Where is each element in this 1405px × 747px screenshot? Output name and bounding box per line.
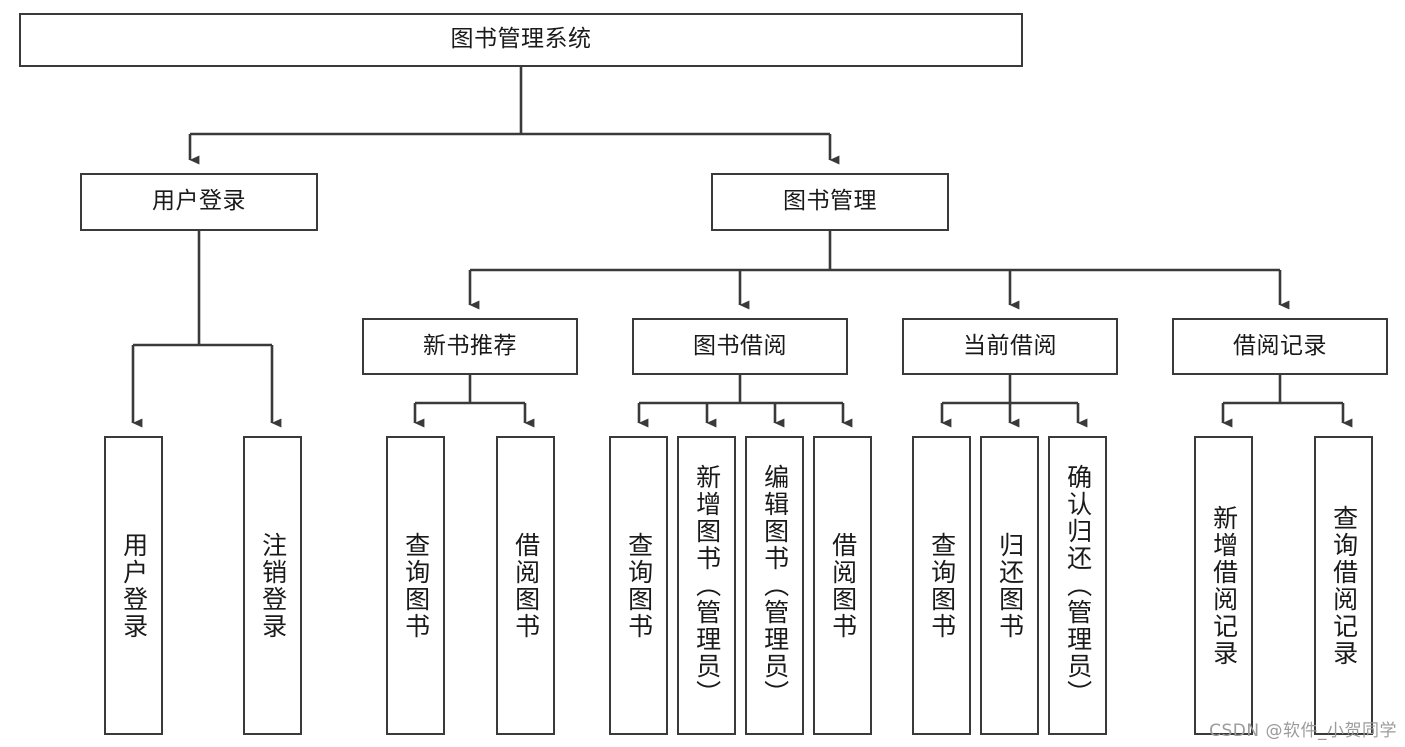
leaf-add-borrow-record[interactable]: 新增借阅记录 xyxy=(1194,436,1253,735)
node-label: 图书借阅 xyxy=(693,332,787,359)
leaf-return-book[interactable]: 归还图书 xyxy=(980,436,1039,735)
node-label: 确认归还（管理员） xyxy=(1063,464,1093,707)
node-label: 用户登录 xyxy=(119,531,149,640)
leaf-edit-book-admin[interactable]: 编辑图书（管理员） xyxy=(745,436,804,735)
node-label: 图书管理 xyxy=(783,188,877,215)
leaf-borrow-book[interactable]: 借阅图书 xyxy=(813,436,872,735)
node-label: 用户登录 xyxy=(152,188,246,215)
node-label: 借阅图书 xyxy=(511,531,541,640)
node-label: 注销登录 xyxy=(258,531,288,640)
leaf-query-borrow-record[interactable]: 查询借阅记录 xyxy=(1314,436,1373,735)
node-user-login[interactable]: 用户登录 xyxy=(80,173,318,231)
node-label: 借阅图书 xyxy=(828,531,858,640)
node-current-borrow[interactable]: 当前借阅 xyxy=(902,318,1118,375)
node-label: 归还图书 xyxy=(995,531,1025,640)
node-label: 查询图书 xyxy=(624,531,654,640)
node-label: 图书管理系统 xyxy=(450,26,592,53)
leaf-borrow-book-new[interactable]: 借阅图书 xyxy=(496,436,555,735)
leaf-confirm-return-admin[interactable]: 确认归还（管理员） xyxy=(1048,436,1107,735)
node-book-borrow[interactable]: 图书借阅 xyxy=(632,318,848,375)
leaf-user-login[interactable]: 用户登录 xyxy=(104,436,163,735)
node-new-book-recommend[interactable]: 新书推荐 xyxy=(362,318,578,375)
node-label: 新书推荐 xyxy=(423,332,517,359)
node-label: 借阅记录 xyxy=(1233,332,1327,359)
node-label: 当前借阅 xyxy=(963,332,1057,359)
node-label: 编辑图书（管理员） xyxy=(760,464,790,707)
node-root-book-management-system[interactable]: 图书管理系统 xyxy=(19,13,1023,67)
node-label: 新增借阅记录 xyxy=(1209,504,1239,667)
watermark-text: CSDN @软件_小贺同学 xyxy=(1209,721,1397,741)
node-label: 新增图书（管理员） xyxy=(692,464,722,707)
leaf-query-book-new[interactable]: 查询图书 xyxy=(386,436,445,735)
leaf-query-book-current[interactable]: 查询图书 xyxy=(912,436,971,735)
node-borrow-records[interactable]: 借阅记录 xyxy=(1172,318,1388,375)
leaf-logout[interactable]: 注销登录 xyxy=(243,436,302,735)
leaf-add-book-admin[interactable]: 新增图书（管理员） xyxy=(677,436,736,735)
node-label: 查询图书 xyxy=(927,531,957,640)
leaf-query-book-borrow[interactable]: 查询图书 xyxy=(609,436,668,735)
node-label: 查询借阅记录 xyxy=(1329,504,1359,667)
node-book-management[interactable]: 图书管理 xyxy=(711,173,949,231)
node-label: 查询图书 xyxy=(401,531,431,640)
